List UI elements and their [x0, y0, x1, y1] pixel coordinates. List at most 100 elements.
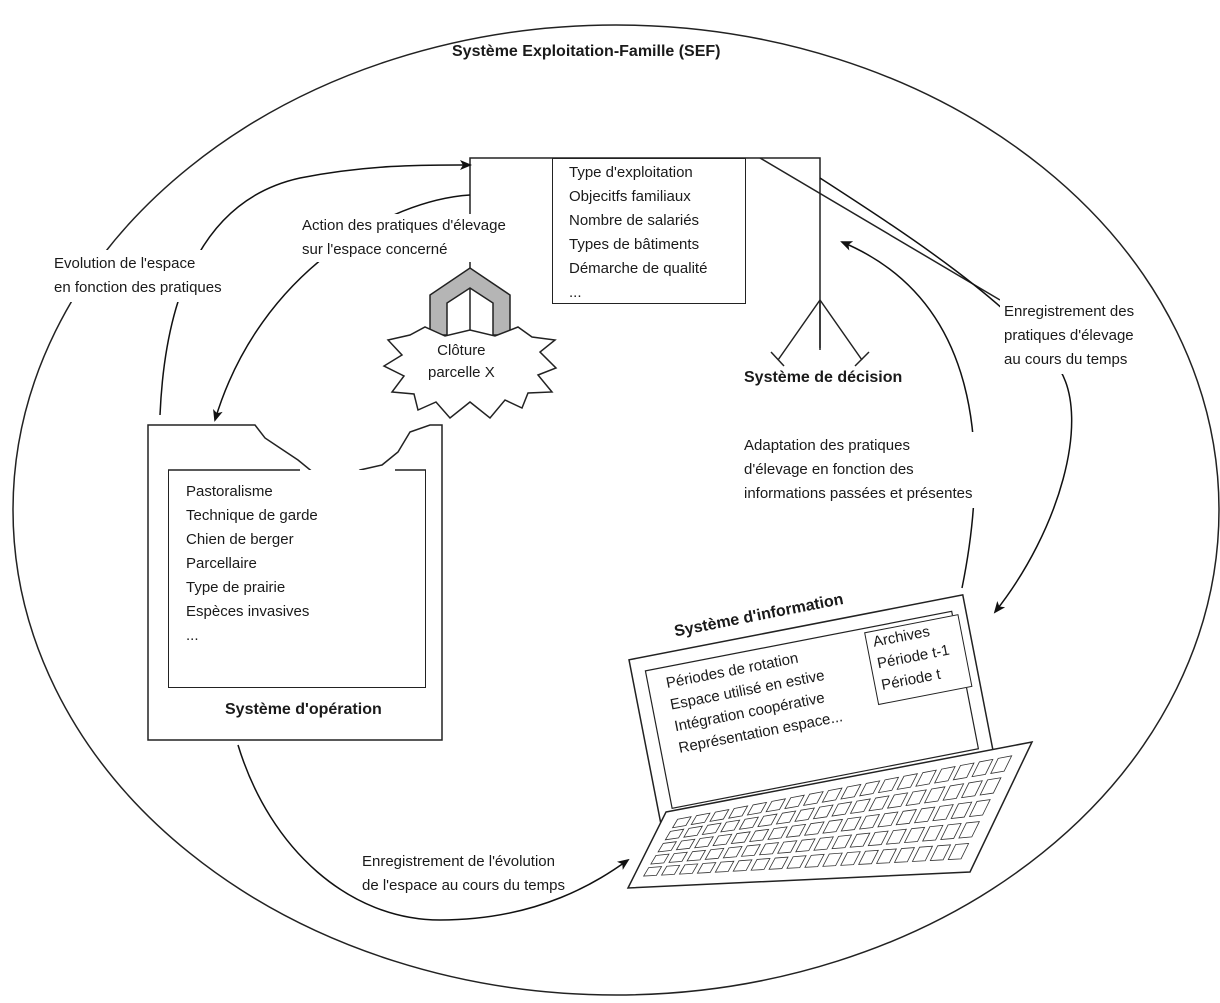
decision-box: Type d'exploitation Objecitfs familiaux … — [552, 158, 746, 304]
keyboard-key — [849, 798, 872, 814]
information-list: Périodes de rotation Espace utilisé en e… — [664, 642, 845, 760]
operation-item: Chien de berger — [186, 531, 294, 548]
label-line: d'élevage en fonction des — [744, 461, 914, 478]
keyboard-key — [784, 794, 805, 810]
keyboard-key — [893, 847, 916, 863]
keyboard-key — [903, 826, 926, 844]
keyboard-key — [709, 809, 730, 822]
keyboard-key — [840, 783, 862, 800]
keyboard-key — [664, 828, 685, 841]
arrow-recording-space — [237, 744, 630, 921]
decision-diagonal-line — [759, 157, 1001, 301]
keyboard-key — [812, 804, 834, 820]
keyboard-key — [929, 844, 952, 861]
keyboard-key — [813, 836, 834, 851]
keyboard-key — [748, 828, 770, 842]
label-recording-practices: Enregistrement des pratiques d'élevage a… — [1000, 298, 1139, 374]
keyboard-key — [877, 776, 900, 794]
label-line: en fonction des pratiques — [54, 279, 222, 296]
keyboard-key — [704, 847, 725, 860]
keyboard-key — [775, 810, 797, 825]
decision-item: Types de bâtiments — [569, 236, 700, 253]
keyboard-key — [821, 787, 843, 803]
label-line: Action des pratiques d'élevage — [302, 217, 506, 234]
label-evolution: Evolution de l'espace en fonction des pr… — [48, 250, 228, 302]
keyboard-key — [840, 816, 862, 832]
label-line: Evolution de l'espace — [54, 255, 196, 272]
keyboard-key — [714, 860, 735, 873]
keyboard-key — [968, 799, 991, 817]
keyboard-key — [802, 791, 824, 806]
keyboard-key — [660, 864, 681, 876]
keyboard-key — [913, 806, 936, 824]
keyboard-key — [803, 821, 825, 836]
keyboard-key — [859, 780, 881, 797]
keyboard-key — [657, 841, 678, 853]
keyboard-key — [921, 824, 944, 842]
keyboard-key — [933, 766, 956, 784]
fence-label: Clôture parcelle X — [428, 340, 495, 384]
keyboard-key — [785, 823, 807, 838]
label-line: de l'espace au cours du temps — [362, 877, 565, 894]
operation-item: Pastoralisme — [186, 483, 273, 500]
operation-box: Pastoralisme Technique de garde Chien de… — [168, 470, 426, 688]
keyboard-key — [678, 863, 699, 875]
label-line: informations passées et présentes — [744, 485, 973, 502]
keyboard-key — [686, 849, 707, 862]
keyboard-key — [886, 792, 909, 809]
label-recording-space: Enregistrement de l'évolution de l'espac… — [358, 848, 569, 900]
keyboard-key — [840, 851, 861, 866]
keyboard-key — [795, 838, 816, 853]
arrow-adaptation — [840, 241, 976, 589]
keyboard-key — [877, 811, 899, 828]
keyboard-key — [727, 805, 749, 819]
keyboard-key — [757, 813, 778, 828]
laptop-keys — [642, 755, 1013, 877]
keyboard-key — [911, 845, 934, 862]
arrow-recording-practices — [819, 177, 1073, 614]
archives-box: Archives Période t-1 Période t — [864, 614, 973, 706]
keyboard-key — [730, 831, 751, 845]
keyboard-key — [696, 862, 717, 874]
fence-burst-shape — [382, 326, 558, 420]
label-line: Enregistrement des — [1004, 303, 1135, 320]
keyboard-key — [923, 786, 946, 804]
keyboard-key — [720, 819, 741, 833]
keyboard-key — [942, 783, 965, 801]
operation-title: Système d'opération — [225, 701, 382, 718]
keyboard-key — [875, 848, 898, 864]
label-line: sur l'espace concerné — [302, 241, 448, 258]
keyboard-key — [858, 813, 881, 830]
keyboard-key — [765, 798, 787, 813]
label-adaptation: Adaptation des pratiques d'élevage en fo… — [740, 432, 977, 508]
keyboard-key — [971, 758, 994, 778]
keyboard-key — [831, 834, 853, 850]
keyboard-key — [768, 856, 789, 870]
laptop-keyboard-icon — [626, 740, 1034, 889]
keyboard-key — [831, 801, 853, 817]
keyboard-key — [868, 795, 890, 812]
sef-ellipse — [12, 24, 1220, 996]
operation-item: Parcellaire — [186, 555, 257, 572]
decision-item: Type d'exploitation — [569, 164, 693, 181]
keyboard-key — [849, 832, 871, 848]
keyboard-key — [690, 812, 711, 826]
label-action: Action des pratiques d'élevage sur l'esp… — [298, 214, 510, 262]
sef-title: Système Exploitation-Famille (SEF) — [452, 43, 721, 60]
keyboard-key — [668, 851, 688, 863]
keyboard-key — [952, 762, 975, 781]
keyboard-key — [885, 828, 908, 845]
keyboard-key — [867, 830, 889, 847]
keyboard-key — [895, 809, 917, 826]
label-line: au cours du temps — [1004, 351, 1128, 368]
keyboard-key — [740, 844, 761, 857]
keyboard-key — [722, 846, 743, 859]
operation-item: Espèces invasives — [186, 603, 310, 620]
operation-item: ... — [186, 627, 199, 644]
keyboard-key — [960, 780, 983, 799]
keyboard-key — [701, 822, 722, 836]
fence-label-line: Clôture — [437, 342, 486, 359]
decision-item: ... — [569, 284, 582, 301]
keyboard-key — [958, 821, 981, 839]
